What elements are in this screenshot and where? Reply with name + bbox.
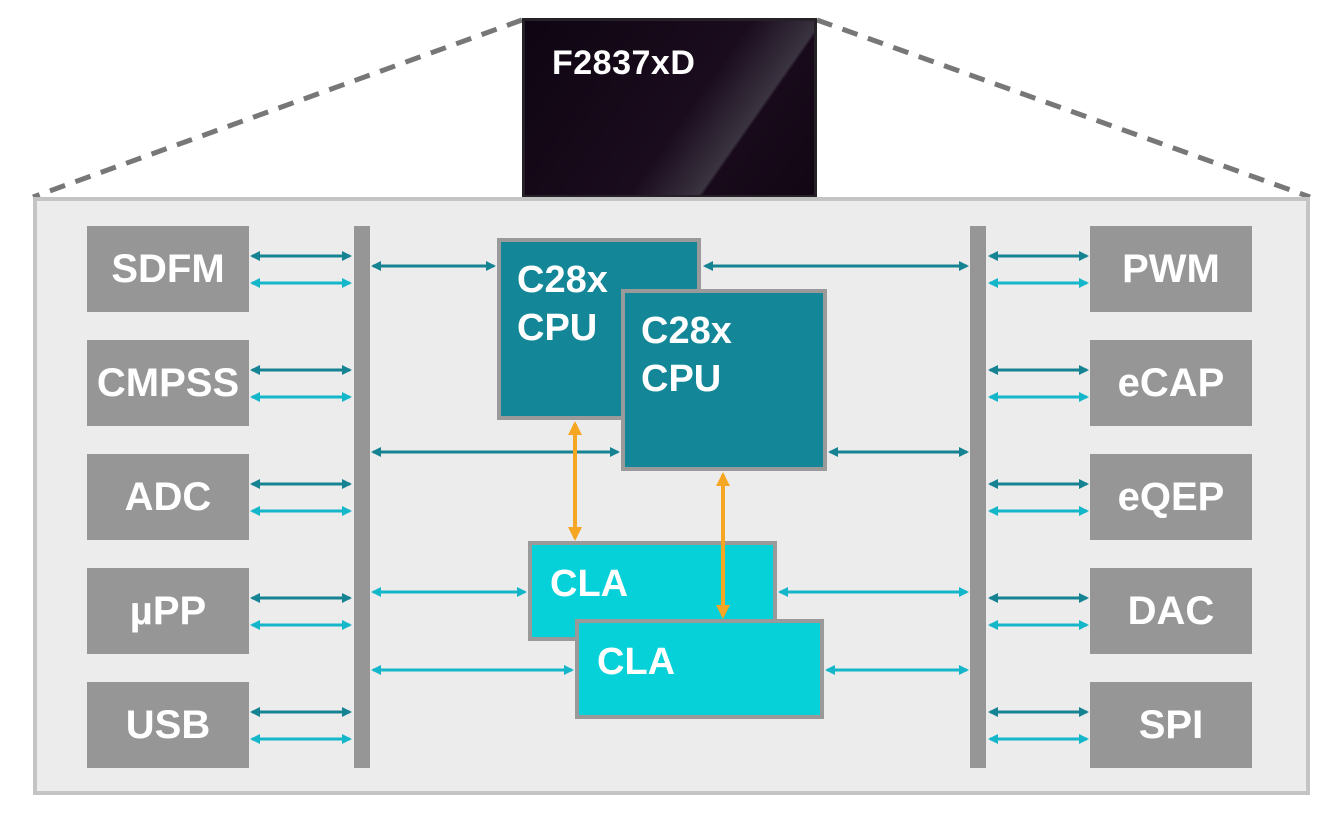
cpu2-label-line1: C28x — [641, 310, 732, 352]
cpu1-label-line2: CPU — [517, 307, 598, 349]
cpu2-block: C28x CPU — [621, 289, 827, 471]
chip-package — [522, 18, 817, 198]
cpu2-label-line2: CPU — [641, 358, 722, 400]
peripheral-dac: DAC — [1090, 568, 1252, 654]
right-peripheral-arrows — [988, 251, 1089, 744]
peripheral-usb: USB — [87, 682, 249, 768]
core-bus-arrows — [371, 261, 969, 675]
left-peripheral-arrows — [250, 251, 352, 744]
chip-label: F2837xD — [552, 44, 696, 82]
left-bus — [354, 226, 370, 768]
peripheral-spi: SPI — [1090, 682, 1252, 768]
cla1-block: CLA — [528, 541, 777, 641]
cpu1-label-line1: C28x — [517, 259, 608, 301]
peripheral-pwm: PWM — [1090, 226, 1252, 312]
cla2-block: CLA — [575, 619, 824, 719]
peripheral-sdfm: SDFM — [87, 226, 249, 312]
cpu-cla-arrows — [568, 421, 730, 619]
peripheral-upp: µPP — [87, 568, 249, 654]
peripheral-eqep: eQEP — [1090, 454, 1252, 540]
peripheral-adc: ADC — [87, 454, 249, 540]
peripheral-cmpss: CMPSS — [87, 340, 249, 426]
right-bus — [970, 226, 986, 768]
peripheral-ecap: eCAP — [1090, 340, 1252, 426]
